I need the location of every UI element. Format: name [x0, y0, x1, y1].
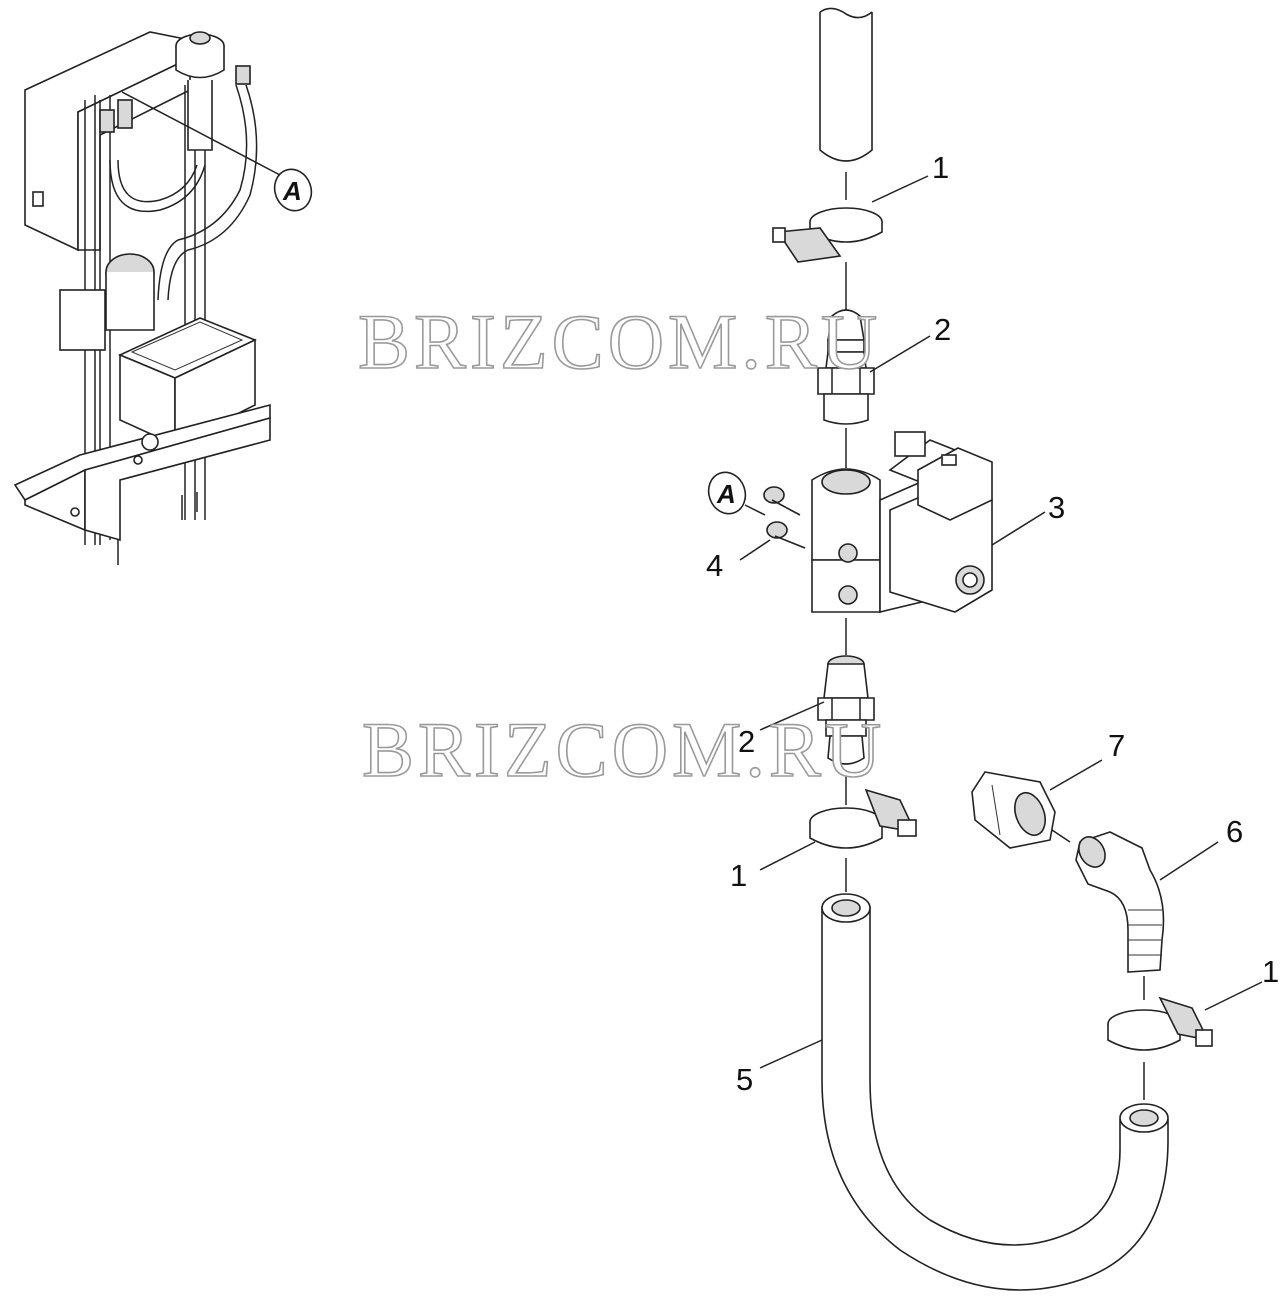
- hose-clamp-right: [1107, 996, 1213, 1051]
- thread-adapter: [971, 771, 1056, 849]
- watermark-lower: BRIZCOM.RU: [362, 706, 885, 793]
- hose-fitting-bottom: [817, 655, 875, 765]
- label-clamp-middle: 1: [730, 858, 747, 893]
- hose-clamp-middle: [809, 788, 917, 849]
- detail-callout-assembly: A: [707, 471, 766, 516]
- detail-callout-overview-label: A: [282, 176, 302, 206]
- leader-lines: [739, 175, 1263, 1069]
- solenoid-valve: [811, 431, 993, 614]
- label-screw: 4: [706, 548, 723, 583]
- label-adapter: 7: [1108, 728, 1125, 763]
- hose-fitting-top: [817, 309, 875, 425]
- pipe-top: [819, 7, 873, 162]
- hose-u-bend: [821, 893, 1169, 1291]
- label-fitting-top: 2: [934, 312, 951, 347]
- screws: [763, 486, 806, 549]
- label-elbow: 6: [1226, 814, 1243, 849]
- label-clamp-right: 1: [1262, 954, 1279, 989]
- label-clamp-top: 1: [932, 150, 949, 185]
- machine-overview: [13, 31, 281, 565]
- label-hose: 5: [736, 1062, 753, 1097]
- hose-clamp-top: [772, 207, 883, 263]
- label-valve: 3: [1048, 490, 1065, 525]
- detail-callout-assembly-label: A: [716, 479, 736, 509]
- detail-callout-overview: A: [273, 168, 313, 212]
- watermark-upper: BRIZCOM.RU: [358, 298, 881, 385]
- elbow-fitting: [1075, 831, 1165, 973]
- label-fitting-bottom: 2: [738, 724, 755, 759]
